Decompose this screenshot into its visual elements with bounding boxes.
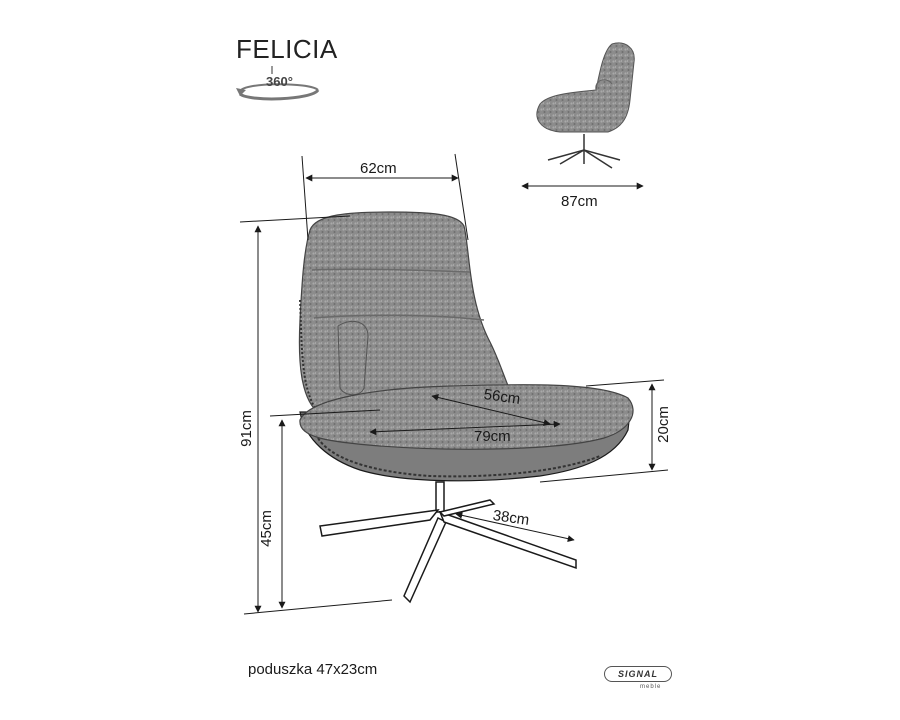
cushion-note: poduszka 47x23cm xyxy=(248,661,378,678)
product-title: FELICIA xyxy=(236,34,338,64)
rotation-360-icon xyxy=(236,66,320,101)
brand-subtitle: meble xyxy=(640,684,662,690)
total-depth-label: 79cm xyxy=(474,428,511,445)
side-view-chair xyxy=(536,42,635,169)
height-label: 91cm xyxy=(237,410,255,447)
side-depth-label: 87cm xyxy=(561,193,598,210)
cushion-thickness-label: 20cm xyxy=(654,406,672,443)
dimension-lines xyxy=(239,153,669,615)
main-chair xyxy=(298,211,634,604)
seat-height-label: 45cm xyxy=(257,510,275,547)
rotation-label: 360° xyxy=(266,74,293,89)
width-label: 62cm xyxy=(360,160,397,177)
brand-logo: SIGNAL xyxy=(604,666,672,682)
